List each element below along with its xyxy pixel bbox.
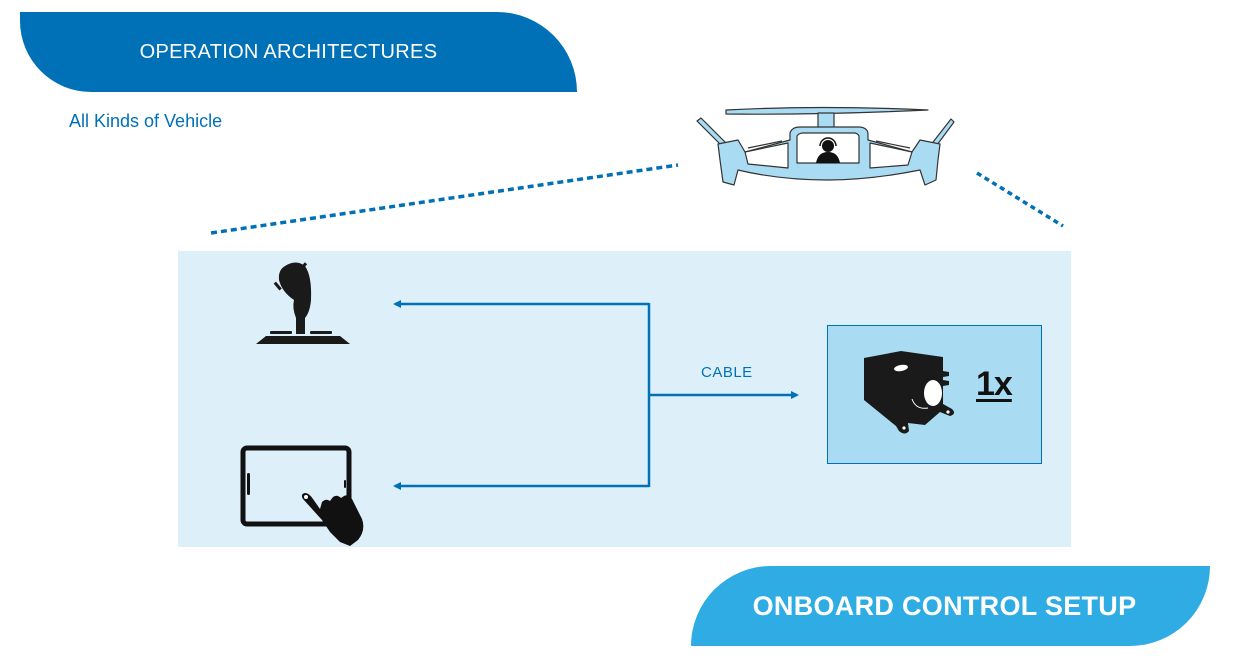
- tablet-touch-icon: [240, 445, 364, 546]
- pilot-with-headset-icon: [816, 137, 840, 163]
- callout-line-right: [976, 171, 1064, 228]
- cable-connector: [393, 300, 799, 490]
- evtol-aircraft-icon: [696, 106, 955, 186]
- callout-line-left: [210, 163, 679, 235]
- control-unit-icon: [864, 351, 955, 434]
- joystick-icon: [256, 262, 350, 344]
- quantity-label: 1x: [976, 365, 1013, 403]
- page-title: OPERATION ARCHITECTURES: [139, 40, 438, 63]
- footer-banner: ONBOARD CONTROL SETUP: [691, 566, 1210, 646]
- cable-label: CABLE: [701, 364, 753, 381]
- page-subtitle: All Kinds of Vehicle: [69, 111, 223, 131]
- header-banner: OPERATION ARCHITECTURES: [20, 12, 577, 92]
- footer-title: ONBOARD CONTROL SETUP: [752, 590, 1137, 621]
